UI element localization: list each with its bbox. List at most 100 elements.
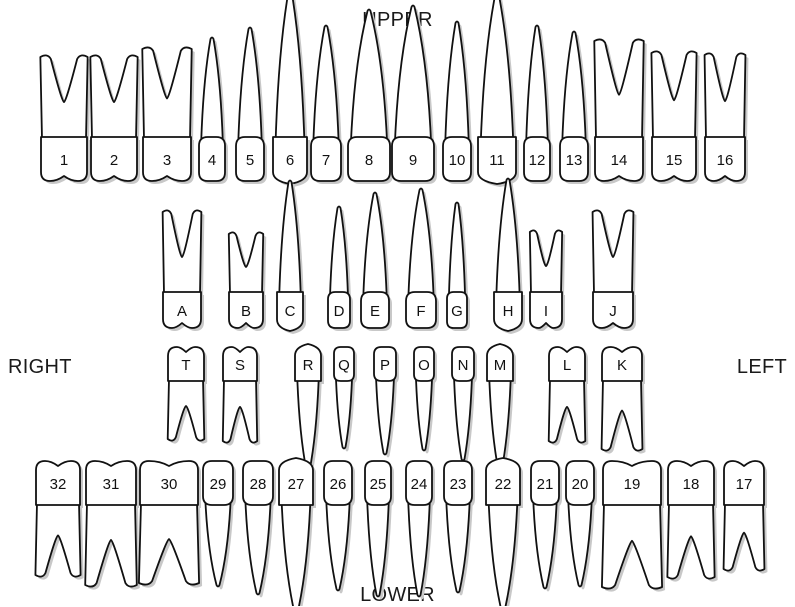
tooth-number: 5 [246, 152, 254, 169]
tooth-number: O [418, 357, 430, 374]
tooth-15[interactable]: 15 [651, 51, 699, 184]
tooth-N[interactable]: N [452, 347, 477, 464]
tooth-number: 19 [624, 476, 641, 493]
tooth-number: K [617, 357, 627, 374]
tooth-number: A [177, 303, 187, 320]
tooth-number: 29 [210, 476, 227, 493]
tooth-29[interactable]: 29 [203, 461, 236, 590]
tooth-root [489, 503, 518, 606]
tooth-O[interactable]: O [414, 347, 437, 454]
tooth-4[interactable]: 4 [199, 38, 228, 185]
tooth-root [446, 503, 469, 593]
tooth-number: 22 [495, 476, 512, 493]
tooth-24[interactable]: 24 [406, 461, 435, 600]
tooth-16[interactable]: 16 [705, 53, 749, 184]
tooth-root [562, 32, 585, 140]
tooth-P[interactable]: P [374, 347, 399, 458]
tooth-6[interactable]: 6 [273, 0, 310, 187]
tooth-25[interactable]: 25 [365, 461, 394, 600]
tooth-root [568, 503, 591, 587]
tooth-12[interactable]: 12 [524, 26, 553, 185]
tooth-32[interactable]: 32 [35, 461, 83, 580]
tooth-18[interactable]: 18 [667, 461, 717, 582]
tooth-D[interactable]: D [328, 207, 353, 332]
tooth-number: 4 [208, 152, 216, 169]
tooth-19[interactable]: 19 [602, 461, 665, 592]
tooth-number: 24 [411, 476, 428, 493]
tooth-9[interactable]: 9 [392, 6, 437, 185]
tooth-L[interactable]: L [549, 347, 589, 446]
tooth-root [481, 0, 513, 139]
tooth-number: 21 [537, 476, 554, 493]
tooth-30[interactable]: 30 [139, 461, 202, 588]
tooth-root [40, 55, 87, 139]
tooth-number: 3 [163, 152, 171, 169]
tooth-root [229, 232, 263, 294]
tooth-I[interactable]: I [530, 230, 565, 331]
tooth-root [496, 179, 519, 295]
tooth-17[interactable]: 17 [724, 461, 768, 574]
tooth-number: 18 [683, 476, 700, 493]
tooth-number: 6 [286, 152, 294, 169]
tooth-31[interactable]: 31 [85, 461, 140, 590]
tooth-root [395, 6, 431, 140]
tooth-number: 1 [60, 152, 68, 169]
tooth-S[interactable]: S [223, 347, 260, 446]
tooth-number: L [563, 357, 571, 374]
tooth-number: C [285, 303, 296, 320]
tooth-number: 25 [370, 476, 387, 493]
tooth-number: T [181, 357, 190, 374]
tooth-number: 8 [365, 152, 373, 169]
tooth-J[interactable]: J [593, 210, 637, 331]
tooth-Q[interactable]: Q [334, 347, 357, 452]
tooth-root [594, 39, 643, 139]
tooth-20[interactable]: 20 [566, 461, 597, 590]
tooth-E[interactable]: E [361, 193, 392, 332]
tooth-21[interactable]: 21 [531, 461, 562, 592]
tooth-G[interactable]: G [447, 203, 470, 332]
tooth-K[interactable]: K [602, 347, 646, 454]
tooth-11[interactable]: 11 [478, 0, 519, 187]
tooth-14[interactable]: 14 [594, 39, 646, 184]
tooth-root [201, 38, 222, 140]
tooth-28[interactable]: 28 [243, 461, 276, 598]
tooth-A[interactable]: A [163, 210, 205, 331]
tooth-R[interactable]: R [295, 344, 324, 476]
tooth-M[interactable]: M [487, 344, 516, 476]
tooth-2[interactable]: 2 [90, 55, 140, 184]
tooth-number: 14 [611, 152, 628, 169]
tooth-7[interactable]: 7 [311, 26, 344, 185]
tooth-root [238, 28, 261, 140]
tooth-root [330, 207, 348, 295]
tooth-number: 9 [409, 152, 417, 169]
tooth-number: H [503, 303, 514, 320]
tooth-number: J [609, 303, 617, 320]
tooth-3[interactable]: 3 [142, 47, 194, 184]
tooth-root [326, 503, 349, 591]
tooth-root [276, 0, 305, 139]
tooth-number: E [370, 303, 380, 320]
tooth-8[interactable]: 8 [348, 10, 393, 185]
tooth-22[interactable]: 22 [486, 458, 523, 606]
tooth-5[interactable]: 5 [236, 28, 267, 185]
tooth-number: G [451, 303, 463, 320]
tooth-23[interactable]: 23 [444, 461, 475, 596]
tooth-13[interactable]: 13 [560, 32, 591, 185]
tooth-number: D [334, 303, 345, 320]
tooth-10[interactable]: 10 [443, 22, 474, 185]
tooth-H[interactable]: H [494, 179, 525, 335]
tooth-T[interactable]: T [168, 347, 208, 444]
tooth-number: 17 [736, 476, 753, 493]
tooth-C[interactable]: C [277, 181, 306, 335]
tooth-B[interactable]: B [229, 232, 266, 331]
tooth-number: 30 [161, 476, 178, 493]
tooth-26[interactable]: 26 [324, 461, 355, 594]
tooth-root [705, 53, 746, 139]
tooth-root [351, 10, 387, 140]
tooth-F[interactable]: F [406, 189, 439, 332]
tooth-1[interactable]: 1 [40, 55, 90, 184]
tooth-root [206, 503, 231, 587]
tooth-root [651, 51, 696, 139]
tooth-27[interactable]: 27 [279, 458, 316, 606]
